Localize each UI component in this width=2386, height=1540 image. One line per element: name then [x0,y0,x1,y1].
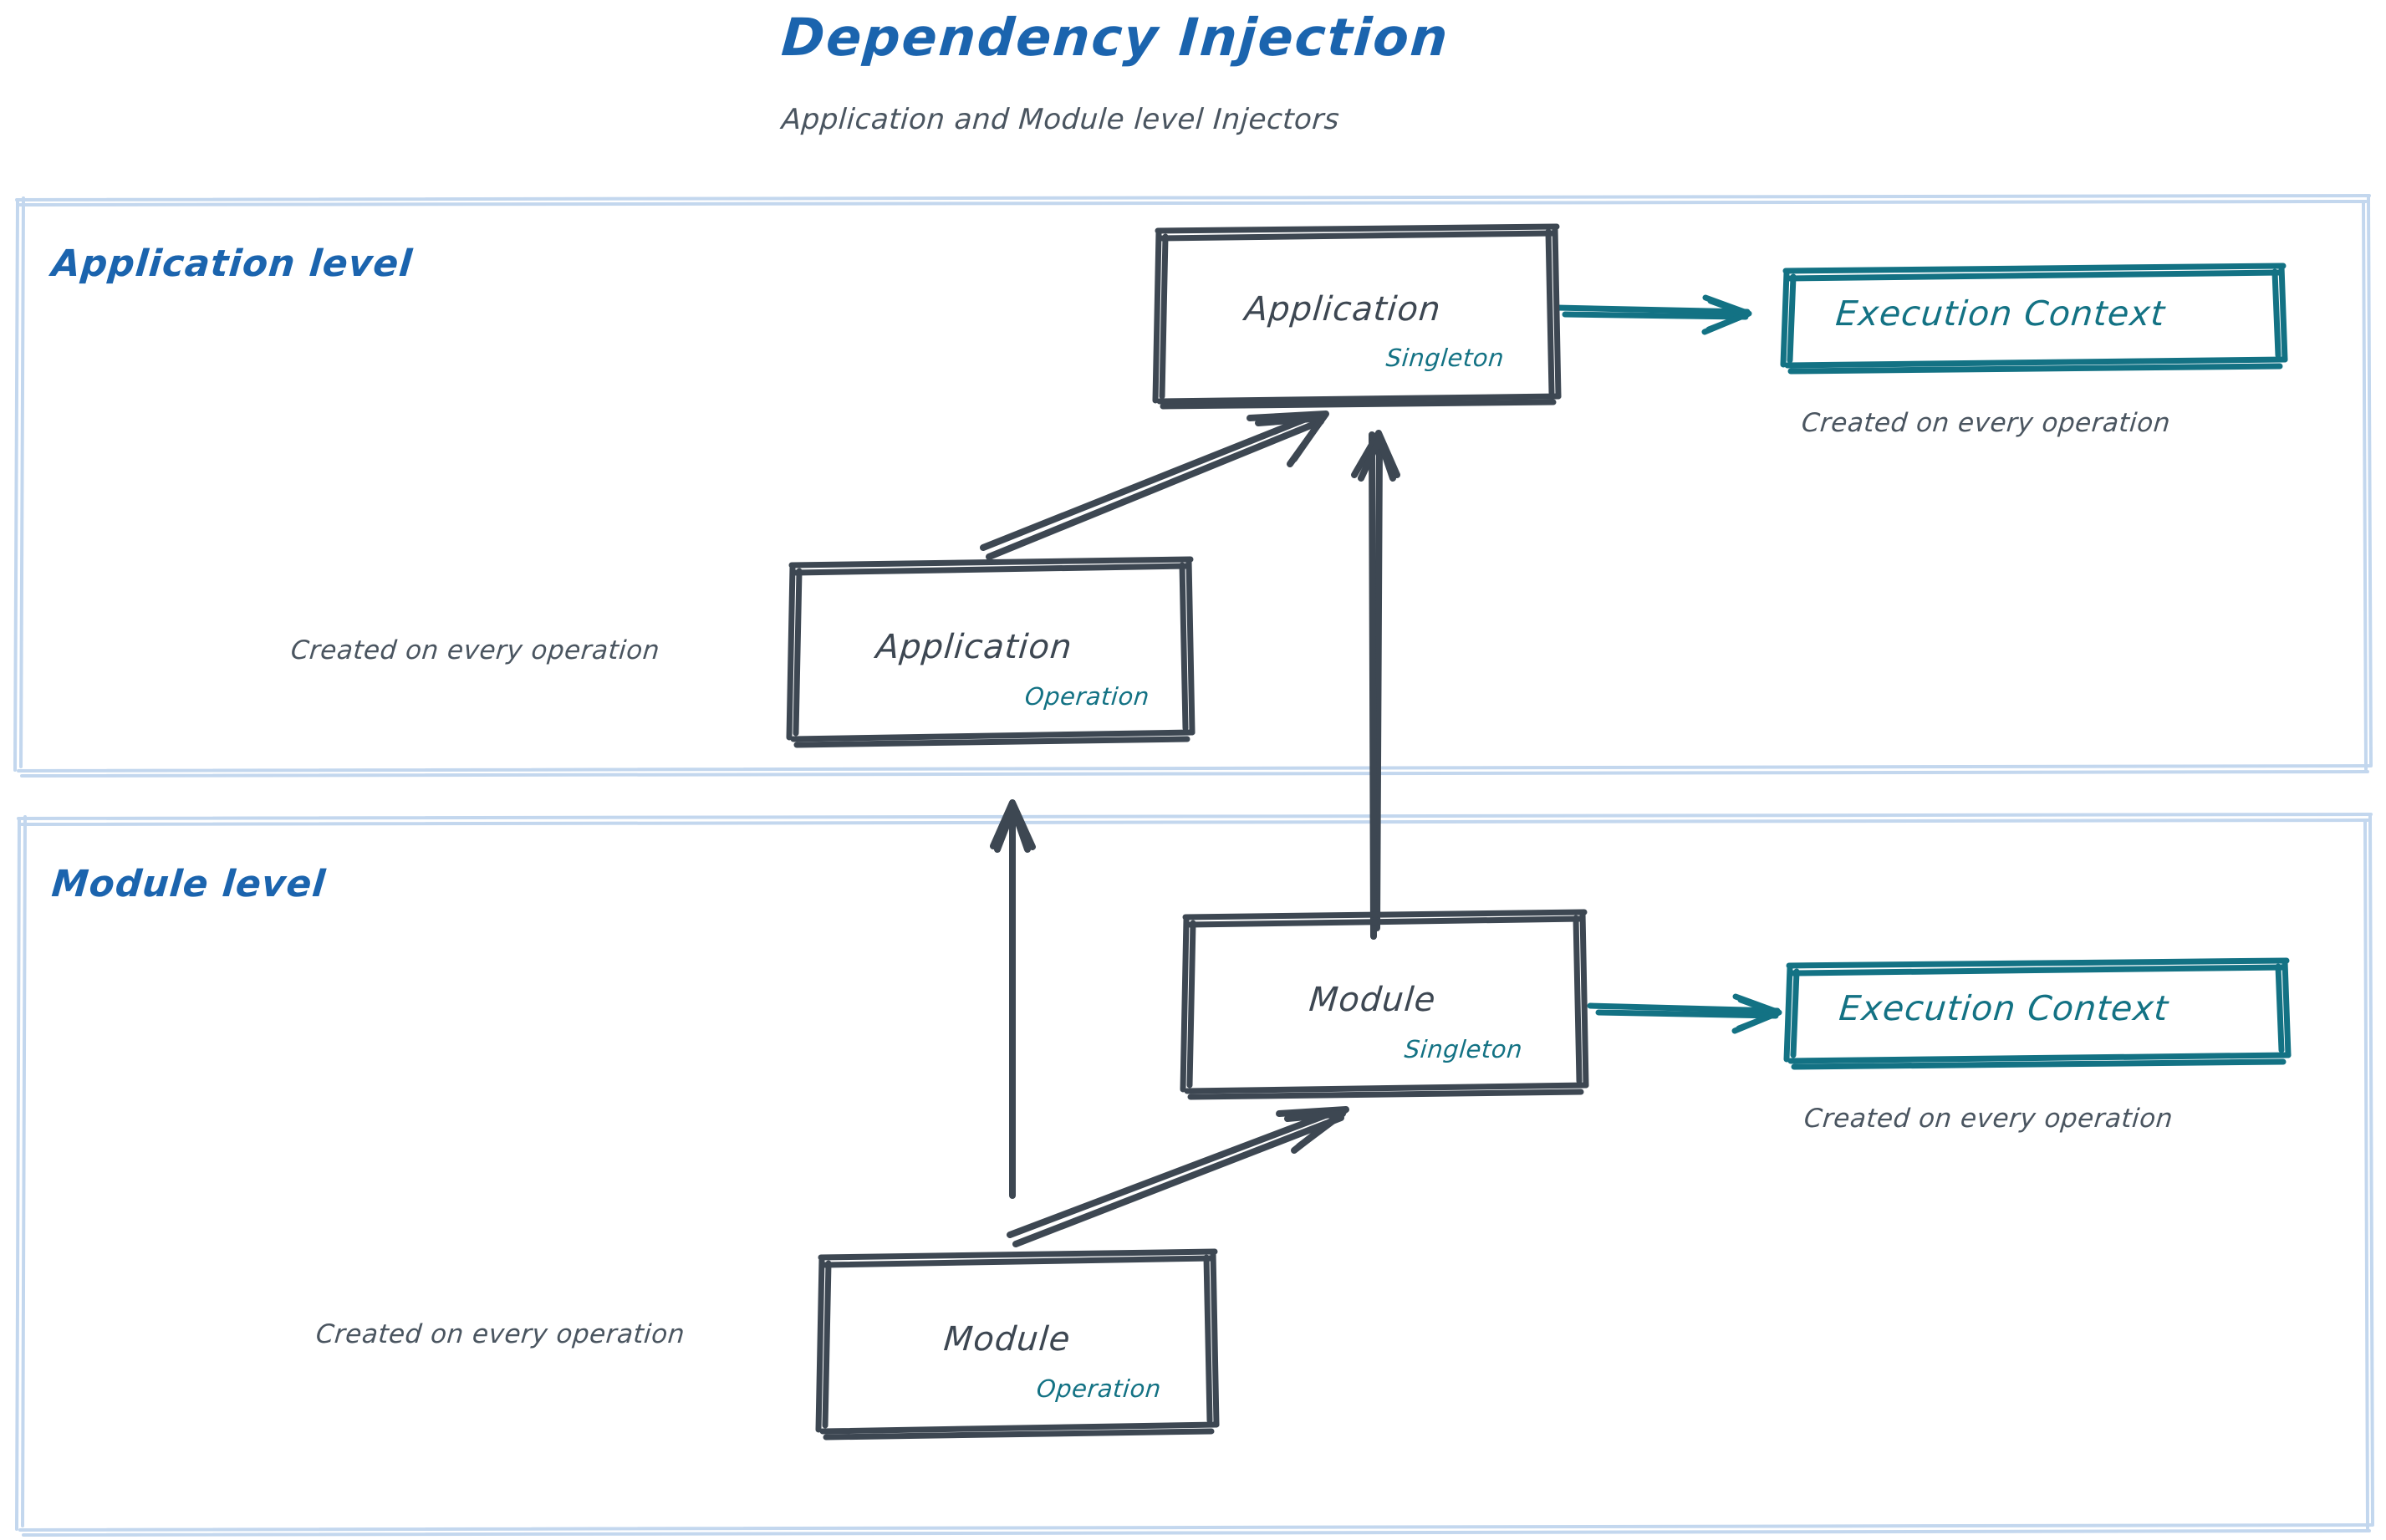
node-scope-application-singleton: Singleton [1384,344,1506,372]
node-scope-module-singleton: Singleton [1403,1035,1524,1063]
node-scope-module-operation: Operation [1035,1374,1163,1403]
node-scope-application-operation: Operation [1023,682,1151,711]
caption-execution-context-module: Created on every operation [1802,1104,2174,1134]
node-title-execution-context-app: Execution Context [1833,293,2167,334]
node-application-operation[interactable]: Application Operation [792,559,1193,739]
node-title-execution-context-module: Execution Context [1837,988,2170,1028]
node-title-application-operation: Application [874,628,1074,666]
node-module-operation[interactable]: Module Operation [821,1252,1216,1431]
node-title-module-singleton: Module [1307,981,1438,1019]
arrow-application-operation-to-singleton [980,410,1329,560]
arrow-module-singleton-to-application-singleton [1351,430,1400,940]
node-execution-context-app[interactable]: Execution Context [1786,266,2287,368]
node-application-singleton[interactable]: Application Singleton [1158,227,1559,402]
node-module-singleton[interactable]: Module Singleton [1185,912,1587,1092]
node-title-application-singleton: Application [1242,290,1443,329]
arrow-module-operation-to-singleton [1007,1106,1349,1247]
arrow-module-level-to-application-operation [990,799,1036,1199]
arrow-application-to-execution-context [1553,294,1752,335]
page-subtitle: Application and Module level Injectors [780,103,1341,136]
node-title-module-operation: Module [941,1320,1073,1359]
caption-application-operation: Created on every operation [289,635,661,665]
arrow-module-to-execution-context [1587,993,1782,1034]
panel-label-module-level: Module level [49,863,328,905]
node-execution-context-module[interactable]: Execution Context [1789,961,2291,1063]
panel-label-application-level: Application level [49,242,415,285]
caption-execution-context-app: Created on every operation [1800,408,2172,438]
page-title: Dependency Injection [779,7,1451,68]
caption-module-operation: Created on every operation [314,1319,686,1349]
